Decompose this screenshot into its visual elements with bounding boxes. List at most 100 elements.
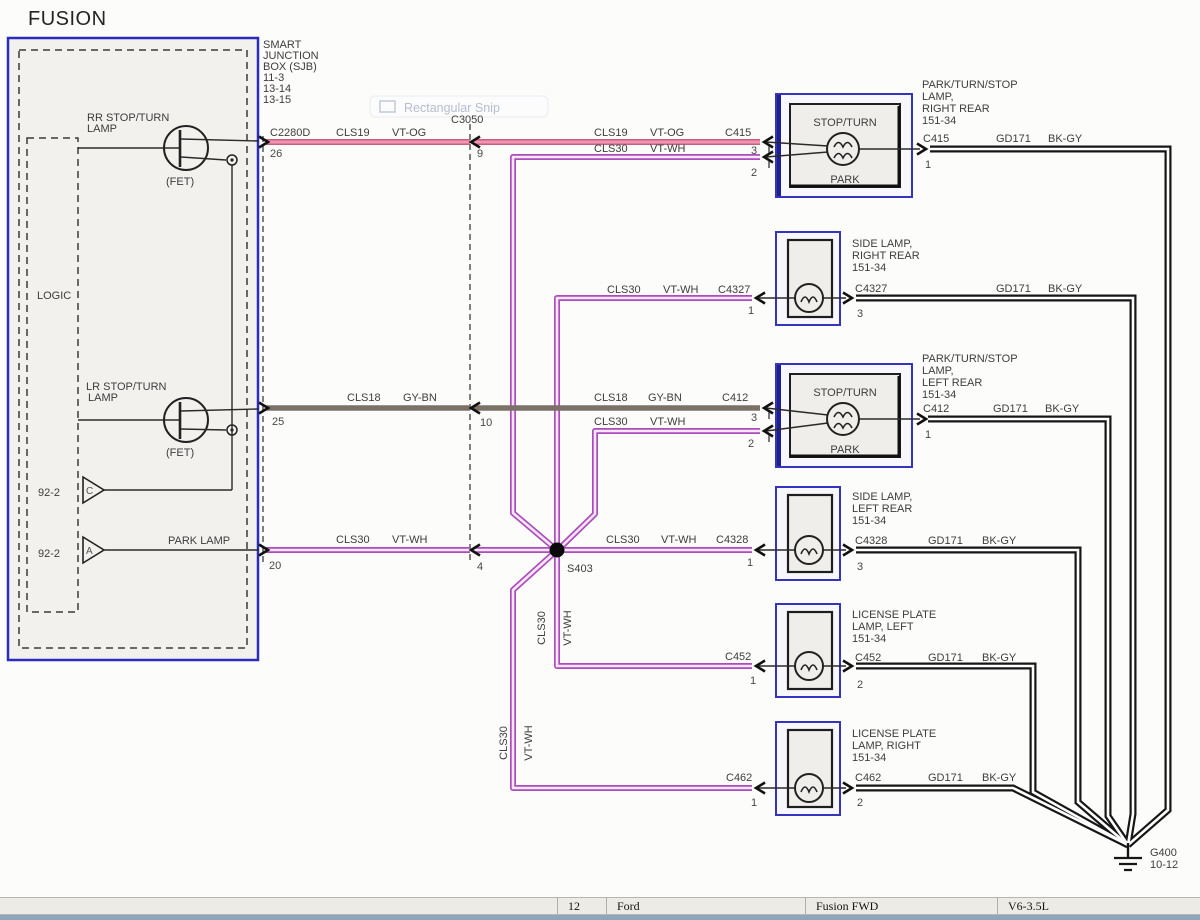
lamp-name-line: 151-34 — [852, 752, 886, 764]
lamp-park-label: PARK — [830, 444, 860, 456]
circuit-label: CLS18 — [594, 392, 628, 404]
connector-label: C4328 — [716, 534, 748, 546]
wire-seg — [510, 154, 760, 549]
connector-label: C4328 — [855, 535, 887, 547]
wire-labels: C2280D CLS19 VT-OG 26 9 CLS19 VT-OG C415… — [269, 79, 1083, 809]
bottom-strip — [0, 915, 1200, 920]
pin-number: 1 — [925, 429, 931, 441]
sjb-module: LOGIC SMART JUNCTION BOX (SJB) 11-3 13-1… — [6, 36, 319, 662]
connector-arrows — [258, 135, 929, 795]
watermark-label: Rectangular Snip — [404, 101, 500, 115]
color-label-vertical: VT-WH — [523, 725, 535, 760]
color-label-vertical: VT-WH — [562, 610, 574, 645]
circuit-label: GD171 — [928, 772, 963, 784]
pin-number: 2 — [751, 167, 757, 179]
wire-core — [856, 786, 1129, 847]
connector-label: C452 — [855, 652, 881, 664]
ground-label: G400 — [1150, 847, 1177, 859]
fet-emitter-line — [180, 156, 227, 161]
connector-label: C462 — [855, 772, 881, 784]
color-label: VT-OG — [650, 127, 684, 139]
lr-lamp-label: LAMP — [88, 392, 118, 404]
lamp-stop-turn-label: STOP/TURN — [813, 117, 876, 129]
pin-number: 1 — [748, 305, 754, 317]
arrow-right-icon — [916, 412, 929, 426]
pin-number: 26 — [270, 148, 282, 160]
arrow-left-icon — [761, 401, 774, 415]
circuit-label: CLS30 — [594, 416, 628, 428]
circuit-label: CLS30 — [607, 284, 641, 296]
circuit-label: CLS30 — [594, 143, 628, 155]
fet-icon — [163, 125, 209, 171]
fet-label: (FET) — [166, 176, 194, 188]
logic-label: LOGIC — [37, 290, 71, 302]
connector-label: C462 — [726, 772, 752, 784]
lamp-name-line: LEFT REAR — [852, 503, 912, 515]
color-label: BK-GY — [1045, 403, 1080, 415]
circuit-label: CLS30 — [606, 534, 640, 546]
arrow-right-icon — [842, 543, 855, 557]
ground-g400: G400 10-12 — [1114, 843, 1178, 872]
pin-number: 2 — [857, 679, 863, 691]
circuit-label: GD171 — [993, 403, 1028, 415]
rr-lamp-label: LAMP — [87, 123, 117, 135]
lamp-park-turn-stop-left-rear: STOP/TURN PARK — [765, 363, 920, 468]
lamp-name-line: 151-34 — [852, 262, 886, 274]
pin-number: 25 — [272, 416, 284, 428]
arrow-right-icon — [258, 401, 271, 415]
arrow-left-icon — [761, 150, 774, 164]
status-cell-model: Fusion FWD — [806, 898, 998, 914]
circuit-label: GD171 — [928, 535, 963, 547]
triangle-icon — [82, 475, 106, 505]
bulb-icon — [794, 651, 824, 681]
sjb-title-line: 13-15 — [263, 94, 291, 106]
connector-label: C4327 — [718, 284, 750, 296]
ground-icon — [1114, 856, 1142, 872]
arrow-left-icon — [761, 424, 774, 438]
bulb-icon — [794, 773, 824, 803]
lamp-edge-bar — [777, 95, 781, 196]
connector-label: C4327 — [855, 283, 887, 295]
lamp-license-plate-left — [758, 603, 846, 698]
arrow-left-icon — [753, 543, 766, 557]
lamp-side-right-rear — [758, 231, 846, 326]
circuit-label: GD171 — [928, 652, 963, 664]
wire-core — [856, 548, 1129, 846]
pin-number: 2 — [748, 438, 754, 450]
pin-number: 1 — [747, 557, 753, 569]
lr-lamp-label: LR STOP/TURN — [86, 381, 167, 393]
splice-s403-label: S403 — [567, 563, 593, 575]
circuit-label-vertical: CLS30 — [498, 726, 510, 760]
sjb-box — [6, 36, 260, 662]
arrow-right-icon — [842, 291, 855, 305]
lamp-stop-turn-label: STOP/TURN — [813, 387, 876, 399]
triangle-icon — [82, 535, 106, 565]
lamp-name-line: LICENSE PLATE — [852, 609, 936, 621]
bulb-icon — [794, 283, 824, 313]
logic-dashed-box — [26, 137, 79, 613]
fet-out-line — [180, 138, 260, 142]
page-title: FUSION — [28, 8, 107, 30]
wire-cls30-vt-wh-harness — [266, 154, 760, 791]
input-triangle-a: 92-2 A — [38, 535, 106, 565]
pin-number: 2 — [857, 797, 863, 809]
color-label: BK-GY — [982, 652, 1017, 664]
circuit-label-vertical: CLS30 — [536, 611, 548, 645]
lamp-name-line: LAMP, — [922, 365, 954, 377]
sjb-title-line: JUNCTION — [263, 50, 319, 62]
lamp-edge-bar — [777, 365, 781, 466]
connector-label: C2280D — [270, 127, 310, 139]
pin-number: 3 — [857, 561, 863, 573]
color-label: VT-OG — [392, 127, 426, 139]
lamp-name-line: RIGHT REAR — [852, 250, 920, 262]
circuit-label: CLS18 — [347, 392, 381, 404]
lamp-name-line: RIGHT REAR — [922, 103, 990, 115]
circuit-label: CLS19 — [336, 127, 370, 139]
color-label: VT-WH — [663, 284, 698, 296]
lamp-name-line: SIDE LAMP, — [852, 238, 912, 250]
wire-core — [511, 552, 752, 790]
triangle-letter: C — [86, 486, 93, 497]
lamp-name-line: LAMP, LEFT — [852, 621, 914, 633]
lamp-name-line: LAMP, — [922, 91, 954, 103]
